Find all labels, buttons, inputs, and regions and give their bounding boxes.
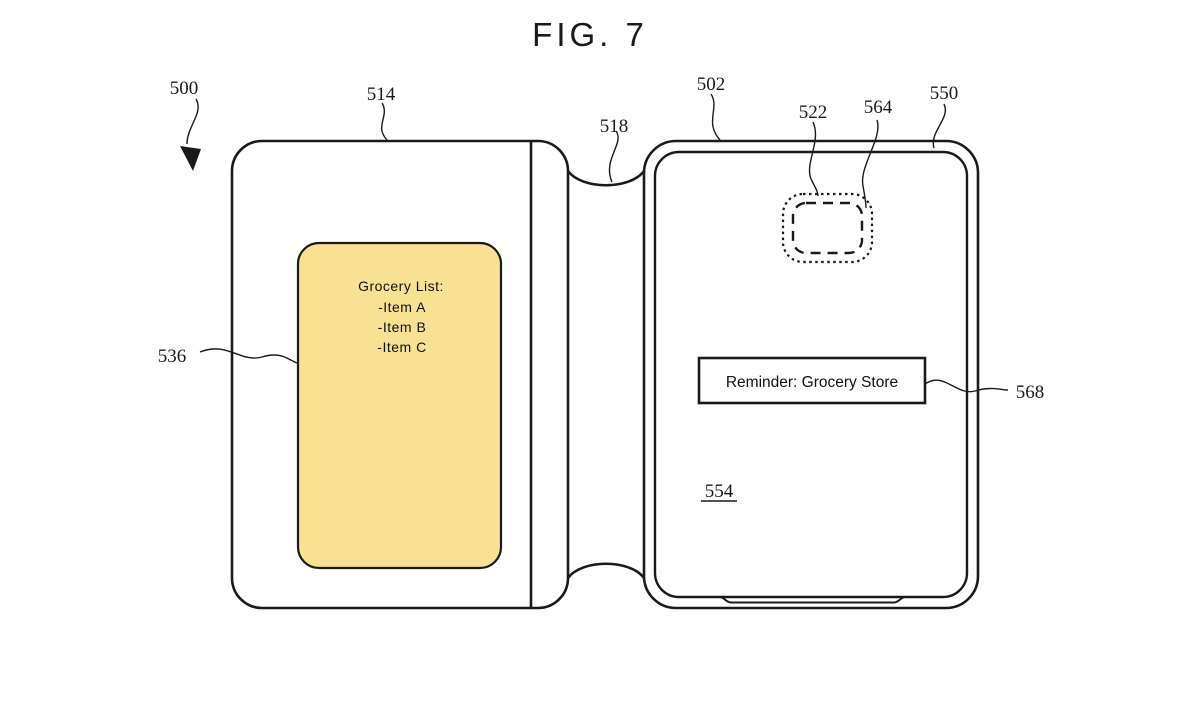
ref-label-500: 500	[170, 78, 199, 99]
note-title: Grocery List:	[358, 278, 444, 294]
ref-label-554: 554	[705, 481, 734, 502]
ref-label-518: 518	[600, 116, 629, 137]
note	[296, 241, 503, 570]
leader-502	[710, 93, 721, 141]
figure-title: FIG. 7	[532, 16, 648, 53]
note-item: -Item A	[378, 299, 426, 315]
ref-label-514: 514	[367, 84, 396, 105]
ref-label-536: 536	[158, 346, 187, 367]
leader-550	[932, 103, 947, 149]
ref-label-568: 568	[1016, 382, 1045, 403]
leader-536	[199, 348, 298, 364]
tablet-bottom-recess	[719, 596, 906, 604]
ref-label-550: 550	[930, 83, 959, 104]
leader-568	[924, 379, 1009, 393]
camera-region-inner	[791, 201, 864, 255]
note-item: -Item B	[378, 319, 427, 335]
ref-label-502: 502	[697, 74, 726, 95]
hinge-top-curve	[566, 170, 646, 187]
leader-518	[608, 130, 619, 183]
reminder-text: Reminder: Grocery Store	[726, 374, 898, 391]
leader-514	[381, 102, 388, 141]
ref-label-564: 564	[864, 97, 893, 118]
hinge-bottom-curve	[566, 562, 646, 579]
camera-region-outer	[781, 192, 874, 264]
note-item: -Item C	[377, 339, 426, 355]
ref-label-522: 522	[799, 102, 828, 123]
leader-522	[808, 121, 819, 197]
arrow-500-curve	[186, 98, 199, 145]
arrow-500-head	[180, 146, 201, 171]
leader-564	[861, 119, 879, 209]
reminder-box	[697, 356, 927, 405]
